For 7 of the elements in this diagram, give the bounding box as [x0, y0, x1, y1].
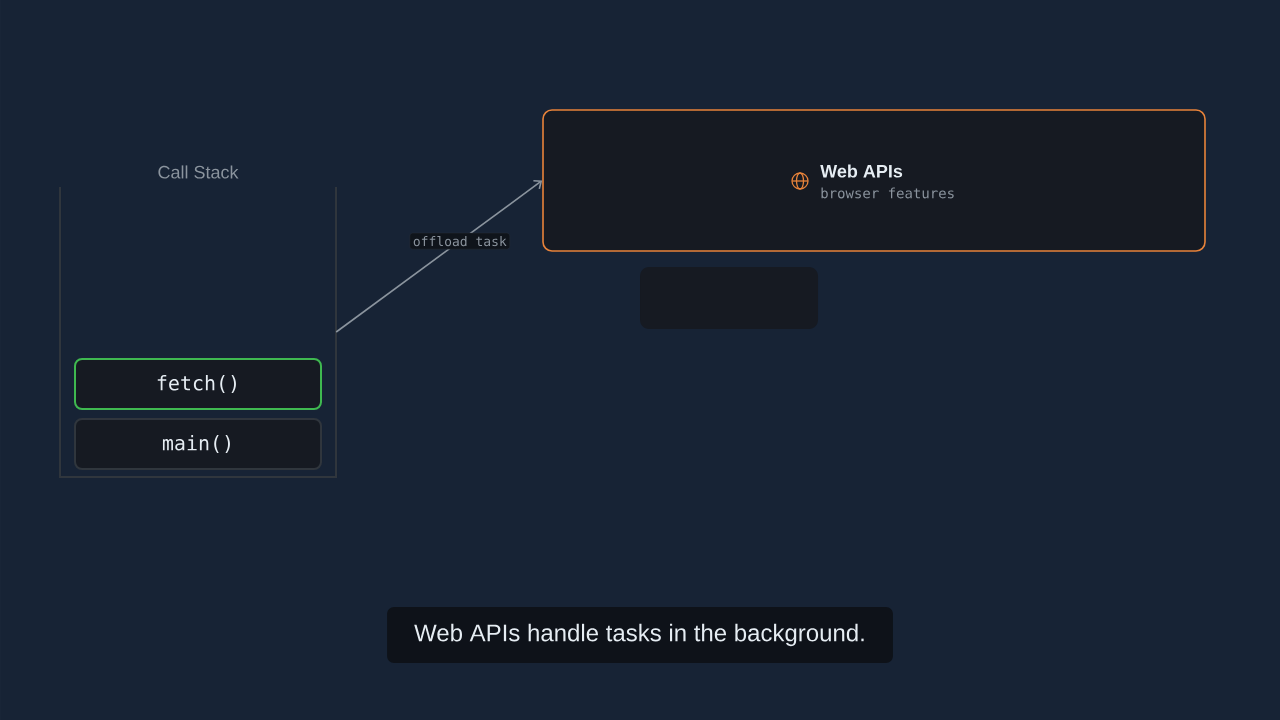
caption-box: Web APIs handle tasks in the background.: [387, 607, 893, 663]
node-title: Web APIs: [820, 164, 903, 178]
stack-frame: main(): [74, 418, 322, 470]
arrow: [335, 179, 543, 333]
edge-label: offload task: [409, 232, 510, 250]
node-subtitle: browser features: [821, 187, 954, 199]
stack-frame: fetch(): [74, 358, 322, 410]
